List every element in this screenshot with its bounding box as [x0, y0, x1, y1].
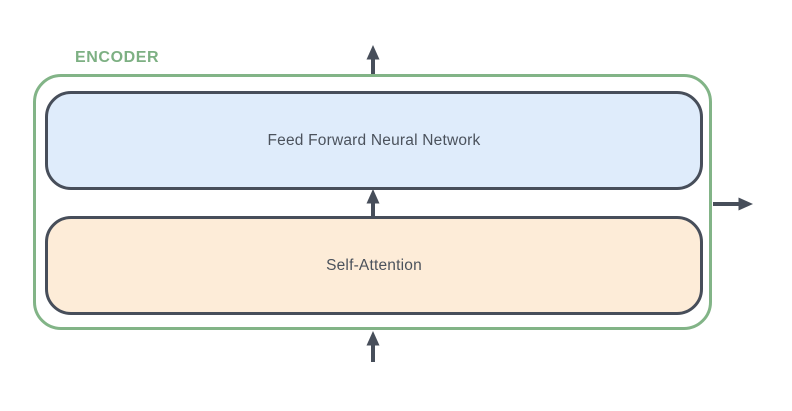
block-self-attention: Self-Attention: [45, 216, 703, 315]
encoder-output-right-arrow-icon: [713, 197, 753, 211]
feed-forward-label: Feed Forward Neural Network: [267, 131, 481, 149]
self-attention-label: Self-Attention: [326, 256, 422, 274]
encoder-label: ENCODER: [75, 49, 160, 66]
encoder-box: [33, 74, 712, 330]
encoder-input-bottom-arrow-icon: [366, 331, 380, 362]
block-feed-forward-neural-network: Feed Forward Neural Network: [45, 91, 703, 190]
encoder-output-top-arrow-icon: [366, 45, 380, 74]
